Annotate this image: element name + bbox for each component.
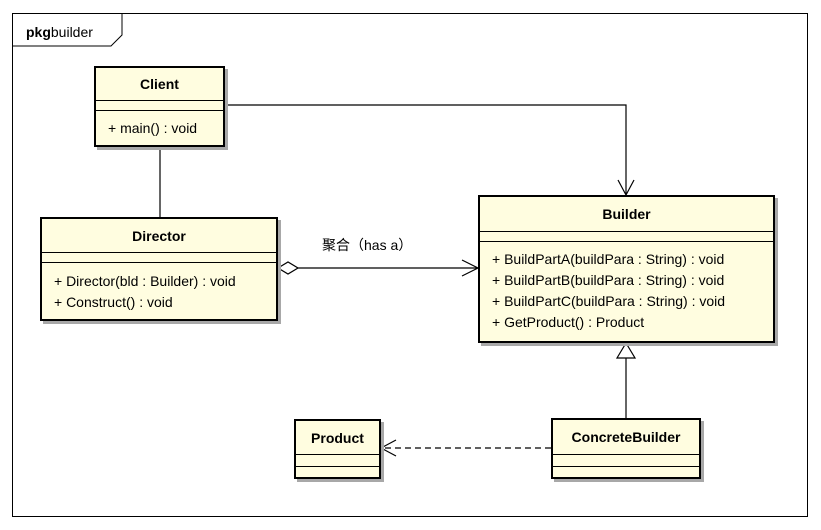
class-concrete-builder-operations: [553, 466, 699, 477]
package-name: builder: [50, 24, 93, 40]
class-product[interactable]: Product: [294, 419, 381, 479]
operation: + BuildPartA(buildPara : String) : void: [492, 251, 725, 267]
class-director-operations: + Director(bld : Builder) : void + Const…: [42, 262, 276, 313]
operation: + main() : void: [108, 120, 198, 136]
class-builder-operations: + BuildPartA(buildPara : String) : void …: [480, 241, 773, 333]
aggregation-diamond: [276, 261, 300, 275]
class-client[interactable]: Client + main() : void: [94, 66, 225, 147]
class-director[interactable]: Director + Director(bld : Builder) : voi…: [40, 217, 278, 321]
class-builder-attributes: [480, 231, 773, 241]
package-label: pkgbuilder: [26, 24, 93, 40]
package-tab-outline: [12, 13, 123, 47]
client-builder-association: [226, 104, 627, 194]
class-concrete-builder[interactable]: ConcreteBuilder: [551, 418, 701, 479]
package-frame: [12, 13, 808, 517]
generalization-triangle: [615, 341, 637, 359]
class-builder-name: Builder: [602, 206, 651, 222]
class-director-name: Director: [132, 227, 186, 244]
class-concrete-builder-name: ConcreteBuilder: [571, 429, 681, 445]
class-client-name: Client: [140, 76, 179, 92]
class-concrete-builder-attributes: [553, 454, 699, 466]
dependency-arrowhead: [379, 439, 397, 457]
operation: + BuildPartB(buildPara : String) : void: [492, 272, 725, 288]
aggregation-label: 聚合（has a）: [322, 237, 413, 253]
class-product-attributes: [296, 454, 379, 466]
class-builder[interactable]: Builder + BuildPartA(buildPara : String)…: [478, 195, 775, 343]
class-client-operations: + main() : void: [96, 110, 223, 139]
operation: + GetProduct() : Product: [492, 314, 645, 330]
class-client-attributes: [96, 100, 223, 110]
package-keyword: pkg: [26, 24, 51, 40]
class-product-name: Product: [311, 429, 364, 446]
class-director-attributes: [42, 252, 276, 262]
operation: + BuildPartC(buildPara : String) : void: [492, 293, 726, 309]
operation: + Construct() : void: [54, 294, 173, 310]
class-product-operations: [296, 466, 379, 477]
operation: + Director(bld : Builder) : void: [54, 273, 236, 289]
